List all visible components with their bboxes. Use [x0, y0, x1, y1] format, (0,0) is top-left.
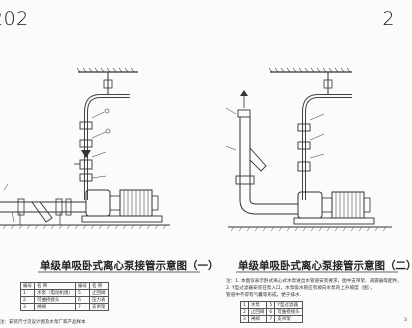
table-cell: 3	[20, 303, 35, 311]
table-cell: 名 称	[34, 282, 76, 290]
table-cell: 3	[240, 315, 249, 323]
table-cell: 水泵（电动机组）	[34, 289, 76, 297]
table-cell: Y型过滤器	[274, 301, 303, 309]
table-cell: 支吊架	[274, 315, 303, 323]
table-cell: 压力表	[89, 296, 109, 304]
table-cell: 编号	[75, 282, 90, 290]
table-cell: 可曲挠接头	[274, 308, 303, 316]
table-cell: 6	[266, 308, 276, 316]
table-cell: 闸阀	[247, 315, 268, 323]
table-cell: 7	[266, 315, 276, 323]
table-cell: 名 称	[89, 282, 109, 290]
table-cell: 1	[20, 289, 35, 297]
figure-caption-right: 单级单吸卧式离心泵接管示意图（二）	[238, 260, 412, 272]
table-cell: 水泵	[247, 301, 268, 309]
note-line-3: 管道中不得有气囊等形成，便于排水.	[226, 293, 301, 298]
table-cell: 可曲挠接头	[34, 296, 76, 304]
table-cell: 1	[240, 301, 249, 309]
table-cell: 2	[20, 296, 35, 304]
table-cell: 2	[240, 308, 249, 316]
table-cell: 7	[75, 303, 90, 311]
left-pump-diagram	[0, 67, 170, 230]
table-cell: 闸阀	[34, 303, 76, 311]
table-cell: 6	[75, 296, 90, 304]
page-number-right: 3	[404, 318, 407, 323]
note-line-1: 注：1. 本图仅表示卧式离心式水泵进出水管道安装要求，图中支吊架、减震器等配件。	[226, 279, 402, 284]
table-cell: 5	[75, 289, 90, 297]
page-header-left: 202	[0, 8, 29, 30]
note-line-2: 2. Y型过滤器安装在泵入口，水泵吸水管应有坡向水泵的上升坡度（图），	[226, 286, 375, 291]
table-cell: 5	[266, 301, 276, 309]
page-header-right: 2	[382, 8, 395, 30]
table-cell: 支吊架	[89, 303, 109, 311]
table-cell: 止回阀	[89, 289, 109, 297]
footnote-left: 注：安装尺寸见设计图及水泵厂家产品样本	[0, 320, 86, 325]
table-cell: 止回阀	[247, 308, 268, 316]
right-pump-diagram	[225, 67, 392, 232]
table-row: 编号名 称编号名 称	[20, 282, 109, 290]
figure-caption-left: 单级单吸卧式离心泵接管示意图（一）	[40, 260, 219, 272]
table-cell: 编号	[20, 282, 35, 290]
